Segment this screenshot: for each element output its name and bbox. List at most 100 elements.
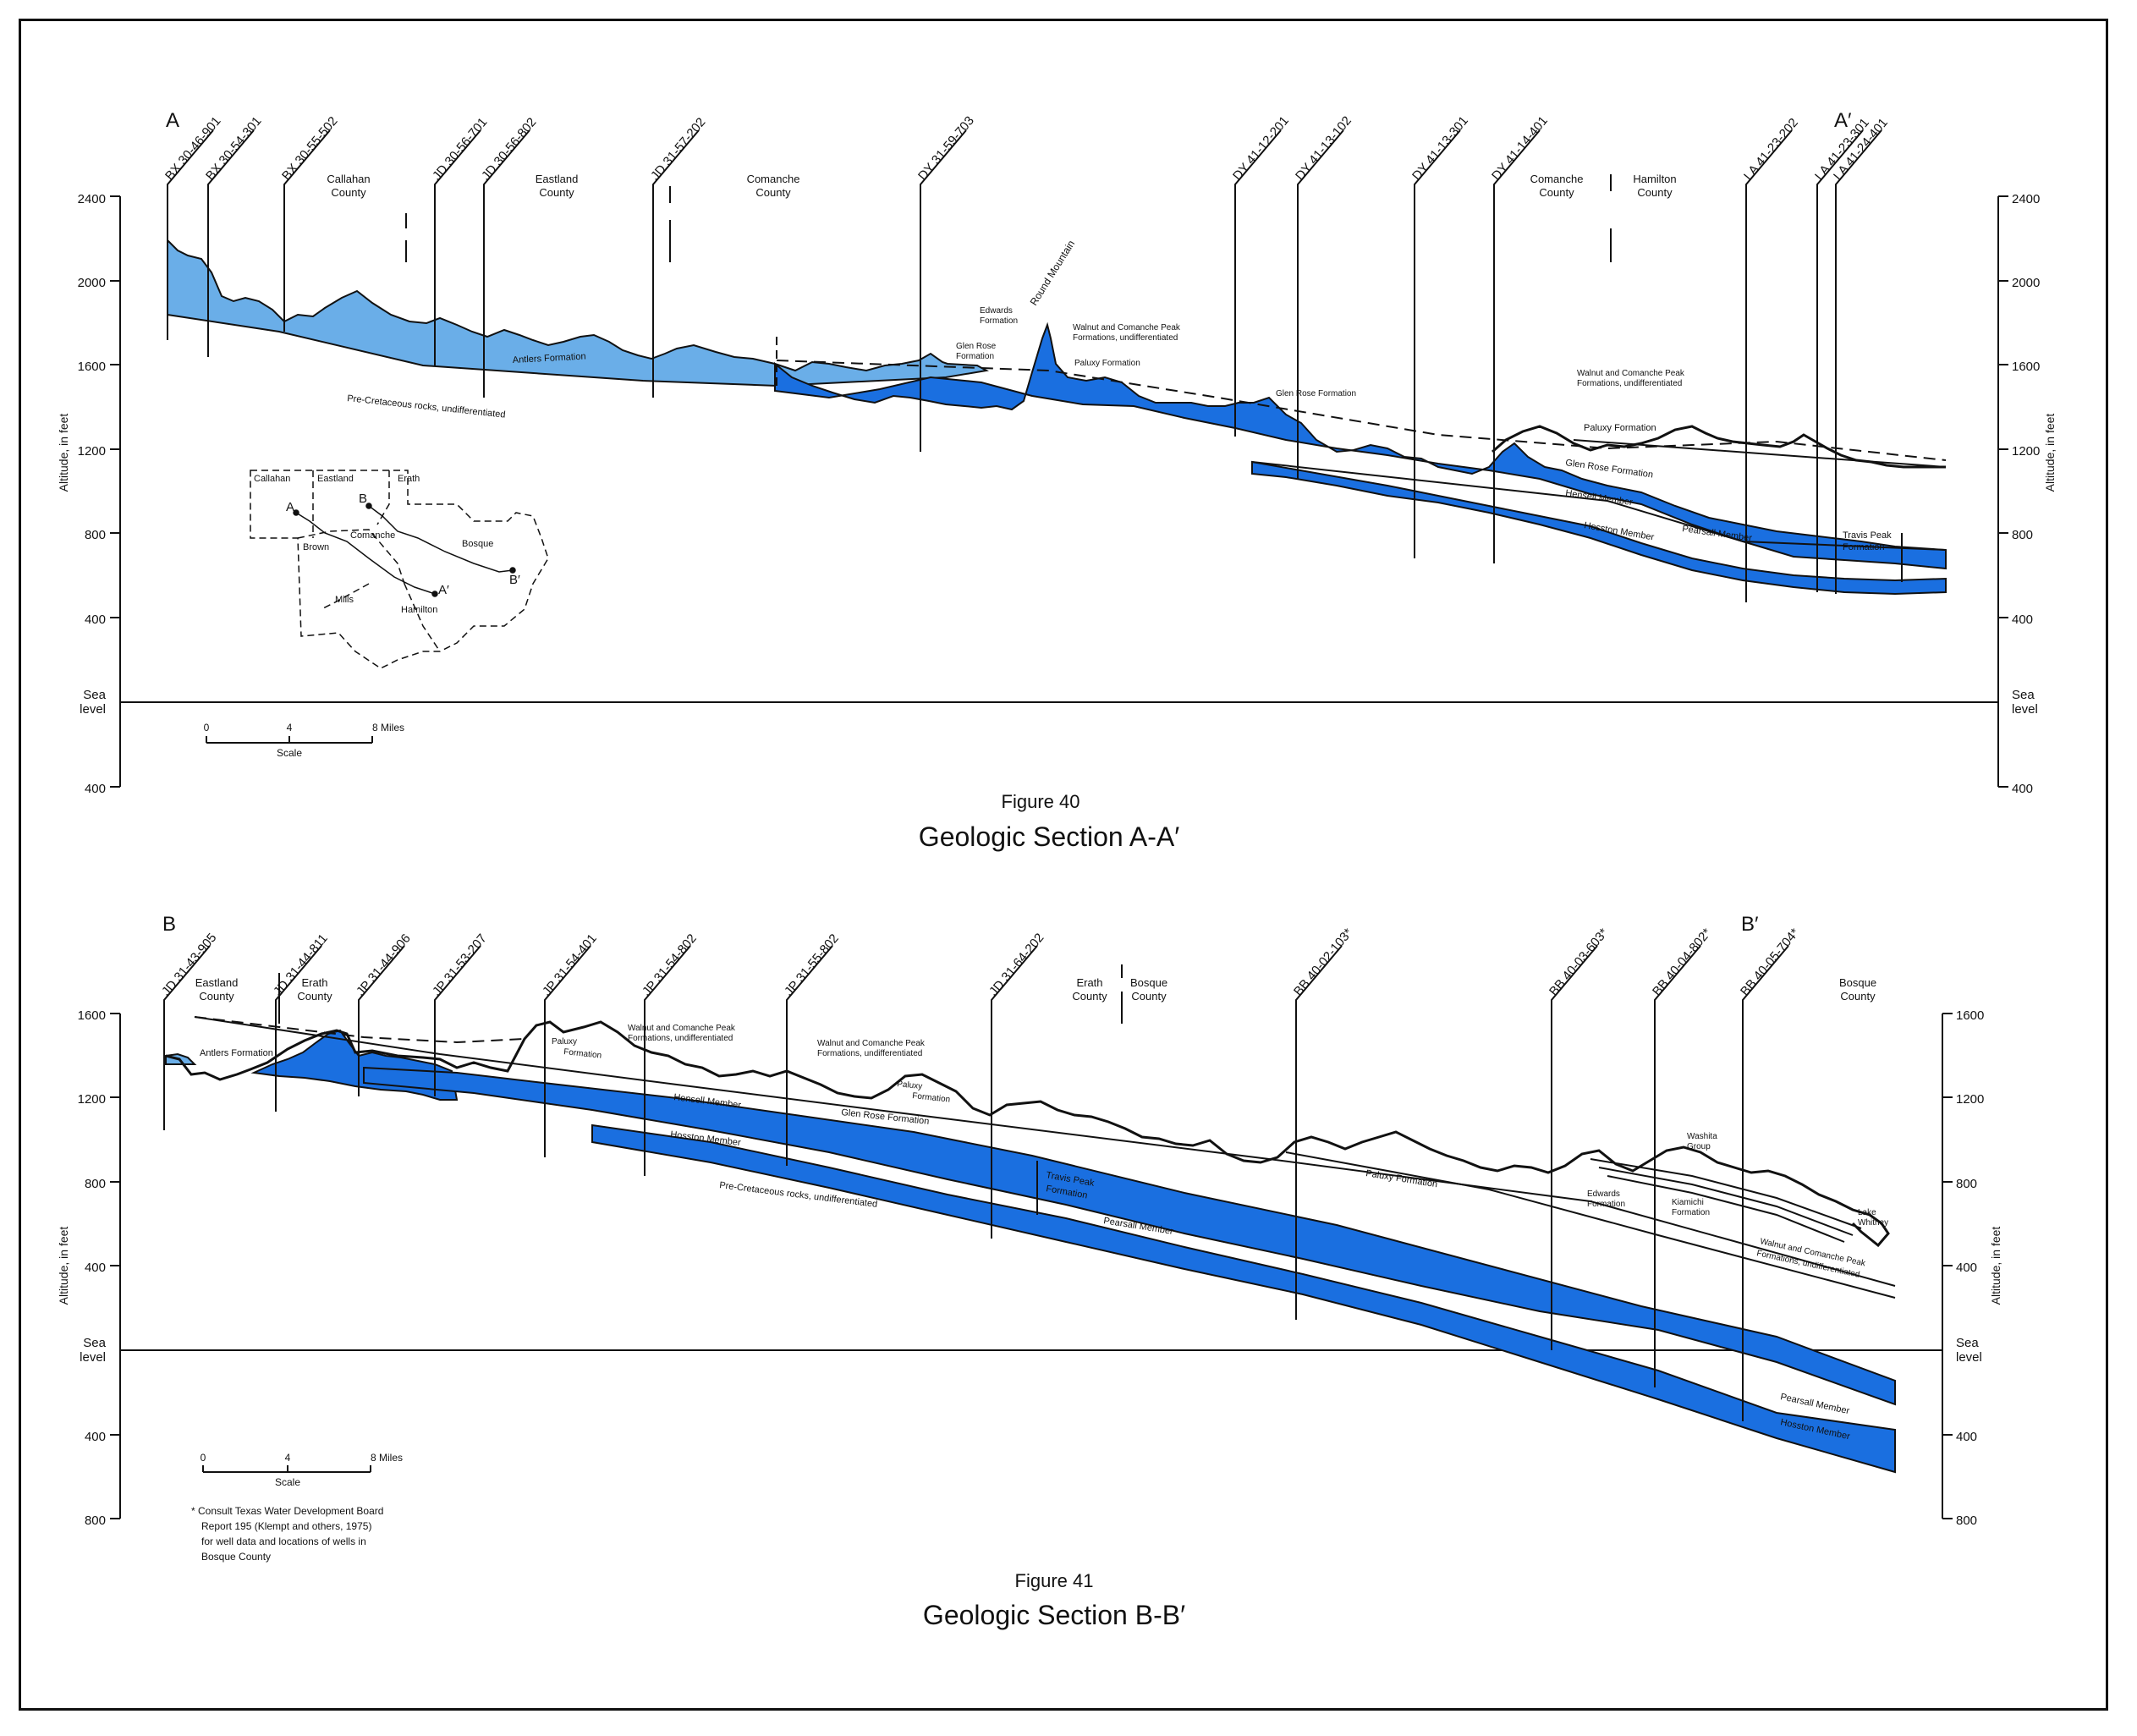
well-line <box>1493 129 1541 563</box>
b-label-washita-1: Washita <box>1687 1132 1717 1141</box>
well-line <box>644 945 691 1176</box>
map-hamilton: Hamilton <box>401 605 437 615</box>
b-axis-label-left: Altitude, in feet <box>57 1227 70 1305</box>
b-start-letter: B <box>162 913 176 936</box>
a-label-travis-2: Formation <box>1843 542 1885 552</box>
well-line <box>1745 129 1793 602</box>
b-figure-number: Figure 41 <box>1015 1570 1094 1591</box>
b-county-eastland-1: Eastland <box>195 976 239 989</box>
map-bosque: Bosque <box>462 539 493 549</box>
a-sea-label-2-right: level <box>2012 702 2038 717</box>
well-line <box>434 129 481 365</box>
a-label-glenrose-left-2: Formation <box>956 352 994 361</box>
a-label-edwards-2: Formation <box>980 316 1018 326</box>
map-comanche: Comanche <box>350 530 395 541</box>
map-eastland: Eastland <box>317 474 354 484</box>
well-line <box>1414 129 1461 558</box>
b-label-paluxy-mid-2: Formation <box>912 1091 951 1105</box>
a-scale-8: 8 Miles <box>372 722 404 733</box>
well-line <box>358 945 405 1096</box>
a-glen-rose-base <box>1251 461 1947 551</box>
b-tick-1600-right: 1600 <box>1956 1008 1984 1023</box>
a-sea-label-1-right: Sea <box>2012 688 2035 702</box>
well-line <box>1816 129 1864 592</box>
a-start-letter: A <box>166 109 179 132</box>
a-scale-bar <box>206 736 373 744</box>
well-line <box>1297 129 1344 479</box>
a-label-walnut-2: Formations, undifferentiated <box>1073 333 1178 343</box>
well-line <box>1295 945 1343 1320</box>
a-glen-rose-layer <box>774 321 1947 570</box>
a-label-glenrose-left-1: Glen Rose <box>956 342 997 351</box>
b-formation-line-3 <box>1590 1158 1862 1229</box>
b-land-surface <box>165 1020 1890 1248</box>
map-point-b: B <box>359 492 367 506</box>
b-sea-label-2-right: level <box>1956 1350 1982 1365</box>
a-sea-label-2: level <box>80 702 106 717</box>
well-label: DY 31-59-703 <box>915 113 977 183</box>
b-label-kiamichi-2: Formation <box>1672 1208 1710 1217</box>
b-formation-line-4 <box>1598 1167 1854 1236</box>
a-label-walnut-right-1: Walnut and Comanche Peak <box>1577 369 1685 378</box>
b-label-walnut-2: Formations, undifferentiated <box>628 1034 733 1043</box>
well-label: JD 31-64-202 <box>986 931 1047 999</box>
b-axis-label-right: Altitude, in feet <box>1989 1227 2002 1305</box>
a-county-eastland-1: Eastland <box>536 173 579 185</box>
b-sea-label-2: level <box>80 1350 106 1365</box>
a-tick-2400: 2400 <box>78 192 106 206</box>
a-figure-number: Figure 40 <box>1002 791 1080 812</box>
b-label-paluxy-mid-1: Paluxy <box>897 1080 923 1091</box>
a-county-callahan-1: Callahan <box>327 173 370 185</box>
b-county-bosque-1: Bosque <box>1130 976 1167 989</box>
b-label-edwards-2: Formation <box>1587 1200 1625 1209</box>
b-tick-400: 400 <box>85 1261 106 1275</box>
b-sea-label-1: Sea <box>83 1336 106 1350</box>
b-county-bosque2-1: Bosque <box>1839 976 1876 989</box>
a-county-comanche-2: County <box>755 186 791 199</box>
b-label-edwards-1: Edwards <box>1587 1189 1620 1199</box>
well-line <box>207 129 255 357</box>
b-county-erath2-1: Erath <box>1076 976 1102 989</box>
well-label: JP 31-54-802 <box>640 931 700 999</box>
b-formation-line-2 <box>1285 1151 1896 1299</box>
b-label-washita-2: Group <box>1687 1142 1711 1151</box>
a-label-glenrose-mid: Glen Rose Formation <box>1276 389 1356 398</box>
map-callahan: Callahan <box>254 474 290 484</box>
well-label: BB 40-03-603* <box>1546 926 1611 998</box>
map-erath: Erath <box>398 474 420 484</box>
well-line <box>920 129 967 452</box>
b-label-paluxy-left-1: Paluxy <box>552 1037 577 1047</box>
b-figure-title: Geologic Section B-B′ <box>923 1600 1185 1630</box>
well-line <box>1742 945 1789 1421</box>
well-label: JD 31-57-202 <box>648 115 708 184</box>
a-tick-400: 400 <box>85 613 106 627</box>
a-tick-1600-right: 1600 <box>2012 360 2040 374</box>
b-end-letter: B′ <box>1741 913 1759 936</box>
well-label: BB 40-04-802* <box>1650 926 1714 998</box>
b-footnote-4: Bosque County <box>201 1551 271 1563</box>
b-tick-below-400: 400 <box>85 1430 106 1444</box>
a-tick-400-right: 400 <box>2012 613 2033 627</box>
a-scale-0: 0 <box>204 722 210 733</box>
well-line <box>163 945 211 1130</box>
well-label: JP 31-44-906 <box>354 931 414 999</box>
well-line <box>1835 129 1882 594</box>
a-tick-2000: 2000 <box>78 276 106 290</box>
a-tick-800-right: 800 <box>2012 528 2033 542</box>
a-thin-line <box>1573 439 1947 468</box>
b-footnote-2: Report 195 (Klempt and others, 1975) <box>201 1520 371 1532</box>
b-tick-below-800: 800 <box>85 1514 106 1528</box>
a-label-round-mountain: Round Mountain <box>1028 238 1078 307</box>
b-tick-800-right: 800 <box>1956 1177 1977 1191</box>
b-county-erath-2: County <box>297 990 332 1003</box>
a-scale-4: 4 <box>287 722 293 733</box>
a-axis-label-right: Altitude, in feet <box>2043 414 2057 492</box>
b-label-walnut-mid-1: Walnut and Comanche Peak <box>817 1039 926 1048</box>
well-label: DY 41-13-301 <box>1409 113 1471 183</box>
index-map <box>250 470 549 669</box>
b-label-lake-2: Whitney <box>1858 1218 1888 1228</box>
well-label: JP 31-55-802 <box>782 931 842 999</box>
well-line <box>434 945 481 1096</box>
a-tick-1200: 1200 <box>78 444 106 459</box>
b-formation-line-1 <box>194 1016 1896 1287</box>
